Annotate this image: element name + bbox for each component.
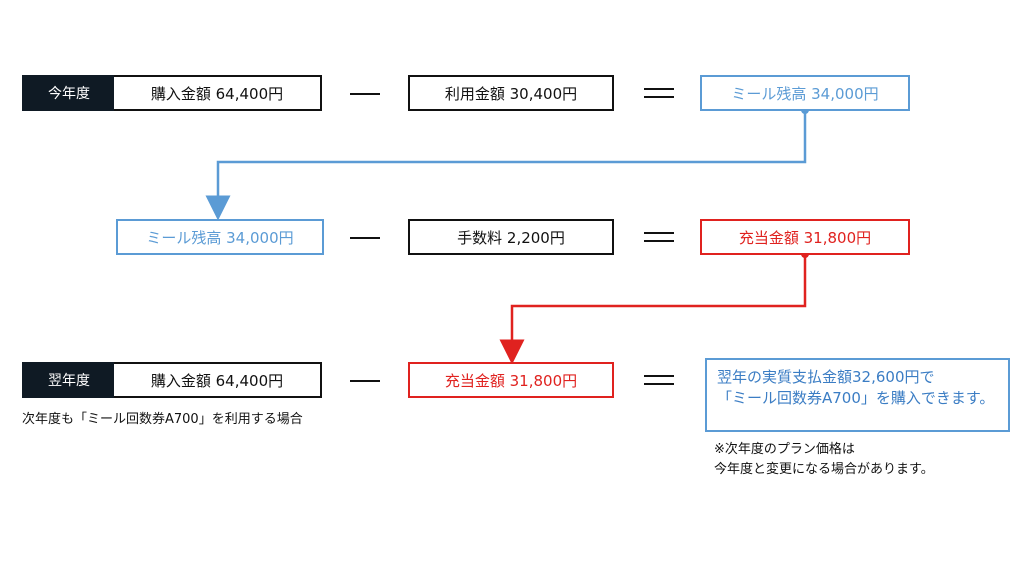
purchase-amount-box: 購入金額 64,400円 [114,75,322,111]
equals-sign-3 [644,375,674,385]
minus-sign [350,93,380,95]
meal-balance-box: ミール残高 34,000円 [700,75,910,111]
red-connector [499,250,809,365]
scenario-caption: 次年度も「ミール回数券A700」を利用する場合 [22,412,303,427]
fee-box: 手数料 2,200円 [408,219,614,255]
result-line-2: 「ミール回数券A700」を購入できます。 [717,389,995,407]
note-line-2: 今年度と変更になる場合があります。 [714,462,934,477]
minus-sign-2 [350,237,380,239]
note-line-1: ※次年度のプラン価格は [714,442,855,457]
price-change-note: ※次年度のプラン価格は 今年度と変更になる場合があります。 [714,440,934,480]
result-line-1: 翌年の実質支払金額32,600円で [717,368,935,386]
usage-amount-box: 利用金額 30,400円 [408,75,614,111]
purchase-amount-box-next: 購入金額 64,400円 [114,362,322,398]
next-year-tag: 翌年度 [22,362,116,398]
blue-connector [205,106,809,221]
current-year-tag: 今年度 [22,75,116,111]
result-box: 翌年の実質支払金額32,600円で 「ミール回数券A700」を購入できます。 [705,358,1010,432]
equals-sign [644,88,674,98]
equals-sign-2 [644,232,674,242]
charge-amount-box-next: 充当金額 31,800円 [408,362,614,398]
charge-amount-box: 充当金額 31,800円 [700,219,910,255]
meal-balance-box-2: ミール残高 34,000円 [116,219,324,255]
minus-sign-3 [350,380,380,382]
